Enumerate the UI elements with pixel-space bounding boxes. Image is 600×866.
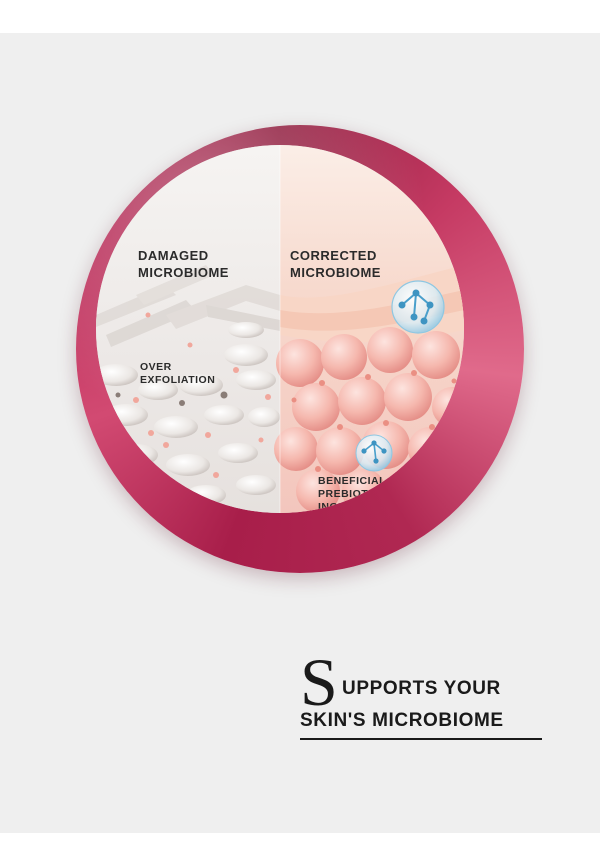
headline-line-1: UPPORTS YOUR	[342, 678, 501, 699]
damaged-label: DAMAGED MICROBIOME	[138, 248, 229, 280]
small-molecule-bubble	[355, 434, 393, 472]
headline-line-2: SKIN'S MICROBIOME	[300, 710, 504, 731]
corrected-label: CORRECTED MICROBIOME	[290, 248, 381, 280]
headline-dropcap: S	[300, 644, 338, 720]
microbiome-comparison-disc: DAMAGED MICROBIOME OVER EXFOLIATION CORR…	[96, 145, 464, 513]
damaged-cells	[96, 322, 280, 505]
damaged-dots	[115, 312, 271, 478]
large-molecule-bubble	[391, 280, 445, 334]
damaged-skin-layers	[96, 265, 280, 347]
skin-cells-illustration	[96, 145, 464, 513]
prebiotic-ingredient-callout: BENEFICIAL PREBIOTIC INGREDIENT	[318, 475, 388, 513]
headline: S UPPORTS YOUR SKIN'S MICROBIOME	[300, 648, 550, 748]
headline-underline	[300, 738, 542, 740]
healthy-dots	[291, 370, 457, 472]
over-exfoliation-callout: OVER EXFOLIATION	[140, 361, 216, 386]
